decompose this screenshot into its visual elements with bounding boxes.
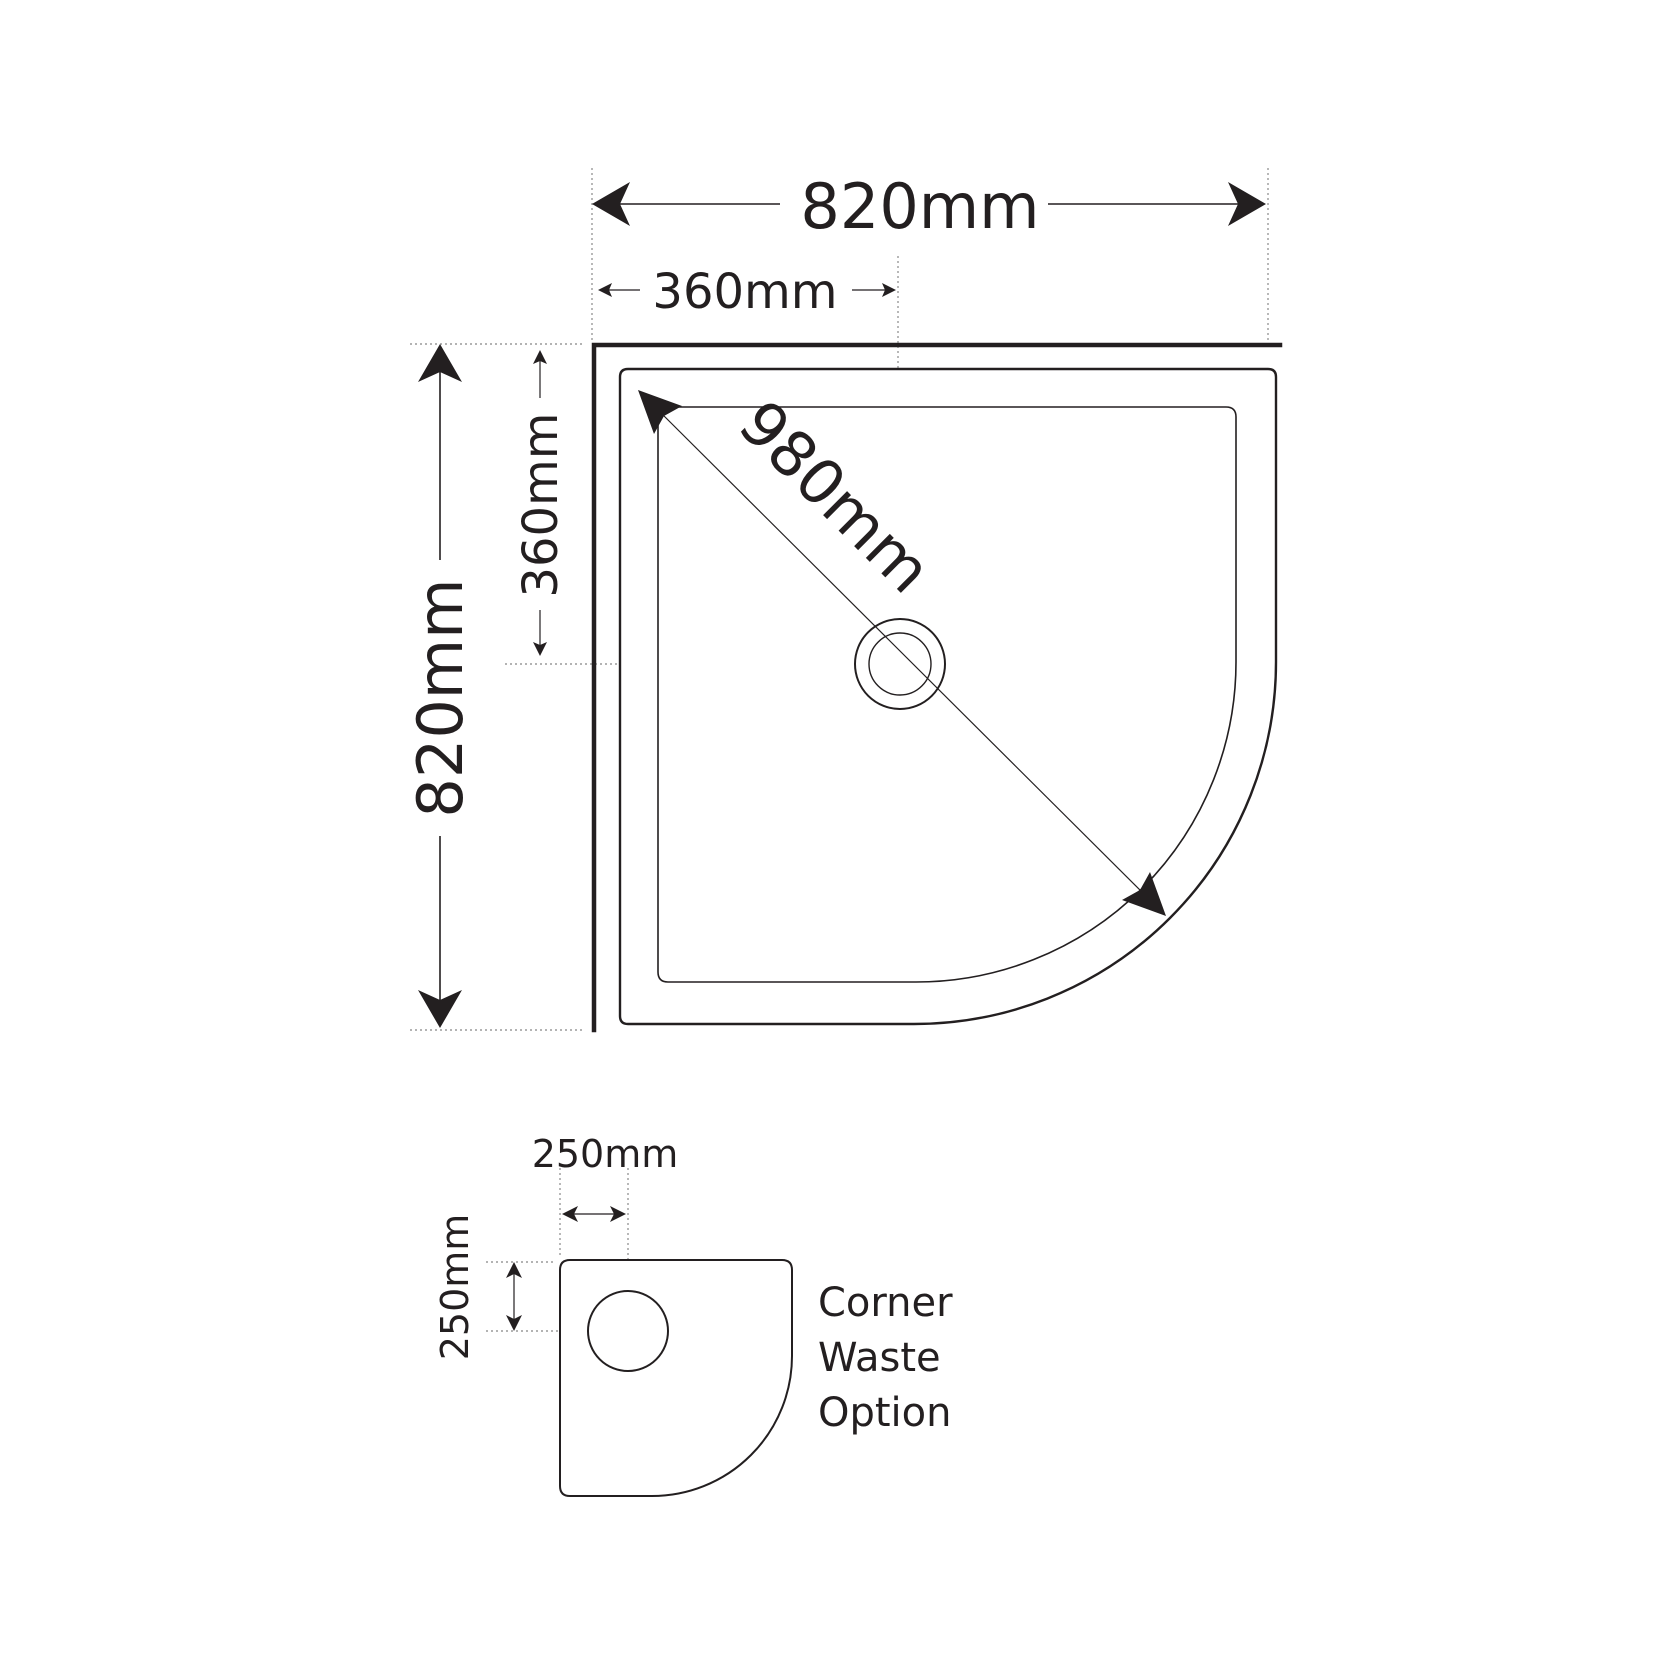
option-caption-line-2: Waste: [818, 1335, 941, 1381]
height-dimension: 820mm: [404, 344, 477, 1028]
option-offset-y-arrow-bottom: [506, 1315, 522, 1331]
height-label: 820mm: [404, 578, 477, 817]
wall-outline: [591, 342, 1283, 1033]
width-label: 820mm: [800, 170, 1039, 243]
option-offset-x-dimension: 250mm: [532, 1132, 679, 1222]
option-caption-line-3: Option: [818, 1390, 952, 1436]
waste-offset-y-dimension: 360mm: [513, 350, 569, 656]
option-offset-x-arrow-left: [562, 1206, 578, 1222]
width-arrow-right: [1228, 182, 1266, 226]
option-tray-outline: [559, 1259, 793, 1497]
offset-x-arrow-left: [598, 283, 612, 297]
corner-waste-option-view: 250mm 250mm Corner Waste Option: [433, 1132, 953, 1497]
offset-x-label: 360mm: [652, 264, 837, 320]
diagonal-arrow-bottom: [1122, 872, 1166, 916]
option-offset-y-label: 250mm: [433, 1214, 477, 1361]
option-caption-line-1: Corner: [818, 1280, 953, 1326]
option-offset-y-dimension: 250mm: [433, 1214, 522, 1361]
offset-y-arrow-top: [533, 350, 547, 364]
diagonal-line: [651, 403, 1153, 903]
width-dimension: 820mm: [592, 170, 1266, 243]
offset-x-arrow-right: [882, 283, 896, 297]
offset-y-label: 360mm: [513, 412, 569, 597]
option-offset-x-label: 250mm: [532, 1132, 679, 1176]
option-offset-y-arrow-top: [506, 1262, 522, 1278]
diagonal-arrow-top: [638, 390, 682, 434]
waste-inner-ring: [868, 632, 932, 696]
tray-inner-basin: [657, 406, 1237, 983]
offset-y-arrow-bottom: [533, 642, 547, 656]
height-arrow-top: [418, 344, 462, 382]
option-offset-x-arrow-right: [610, 1206, 626, 1222]
main-tray-view: 820mm 360mm 820mm 360mm: [404, 168, 1283, 1033]
waste-offset-x-dimension: 360mm: [598, 264, 896, 320]
width-arrow-left: [592, 182, 630, 226]
option-waste: [587, 1290, 669, 1372]
height-arrow-bottom: [418, 990, 462, 1028]
